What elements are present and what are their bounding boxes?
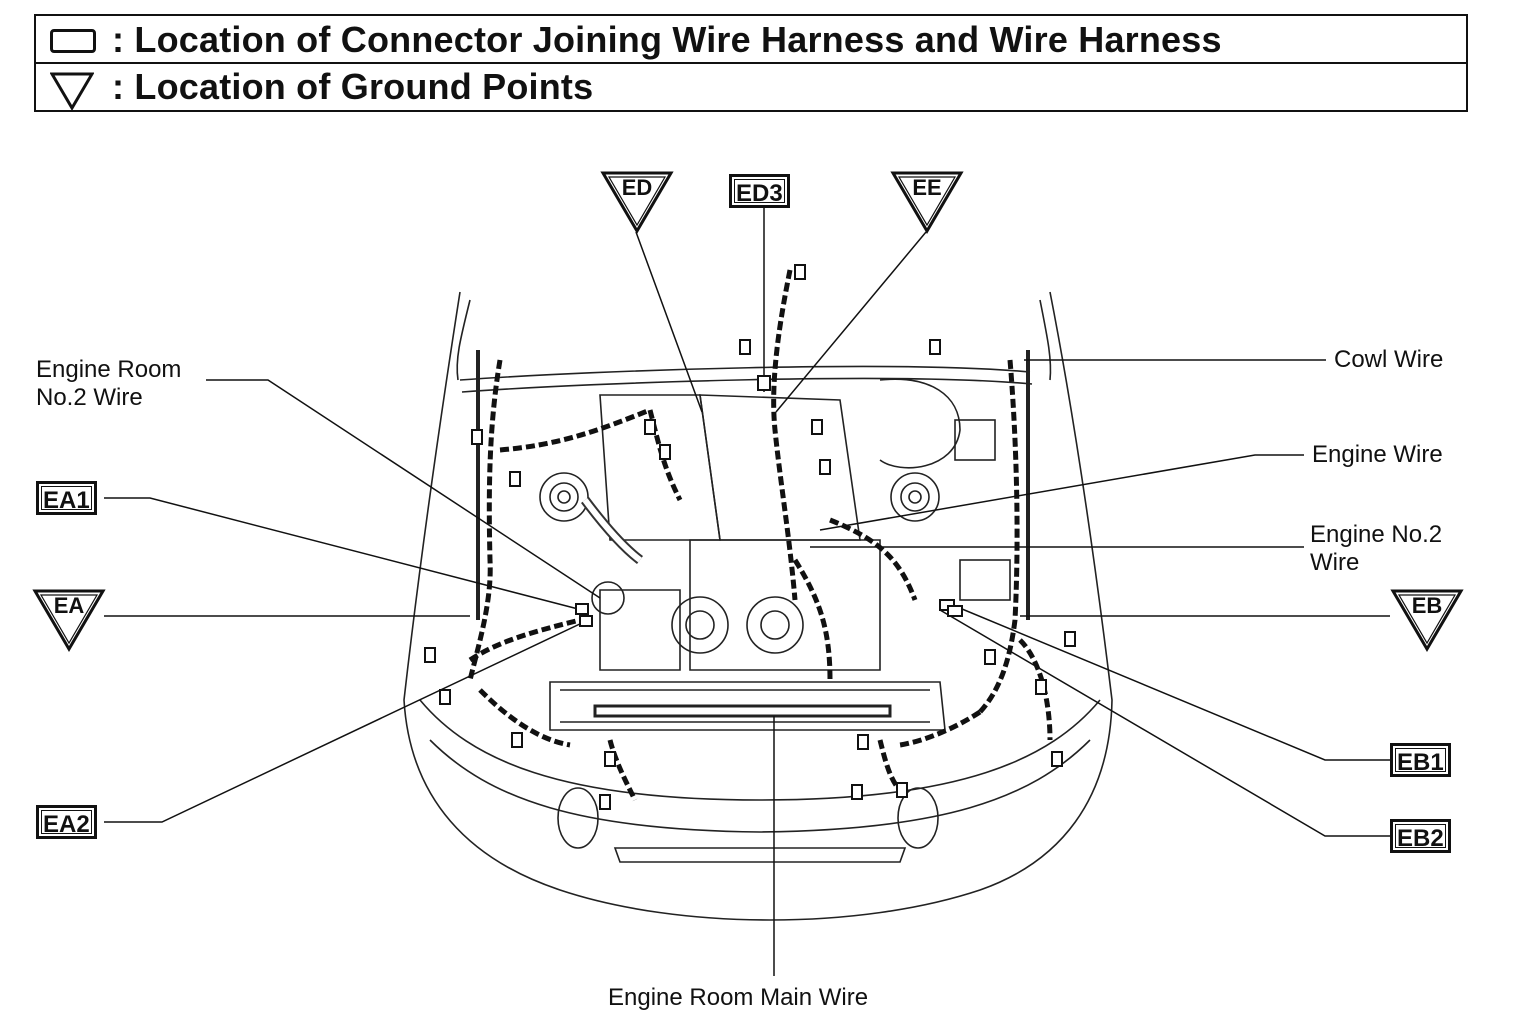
ground-eb-label: EB [1411,593,1443,618]
connector-eb2: EB2 [1390,819,1451,853]
ground-ee: EE [890,170,964,234]
leader-engine-wire [819,454,1304,531]
label-engine-no2-wire: Engine No.2 Wire [1310,521,1443,576]
ground-triangle-icon [32,589,106,652]
leader-eb2 [939,609,1390,837]
label-engine-wire: Engine Wire [1312,441,1443,468]
ground-ed: ED [600,170,674,234]
legend-box: : Location of Connector Joining Wire Har… [34,14,1468,112]
label-engine-room-main-wire: Engine Room Main Wire [608,984,869,1011]
label-cowl-wire: Cowl Wire [1334,346,1444,373]
leader-ed [635,231,703,413]
legend-connector-text: : Location of Connector Joining Wire Har… [112,19,1222,60]
leader-ee [775,231,927,413]
ground-triangle-icon [600,171,674,234]
ground-ed-label: ED [621,175,653,200]
connector-eb1: EB1 [1390,743,1451,777]
connector-ed3: ED3 [729,174,790,208]
ground-triangle-icon [890,171,964,234]
label-engine-room-no2-wire: Engine Room No.2 Wire [36,356,182,411]
connector-ea1: EA1 [36,481,97,515]
connector-symbol-icon [50,29,96,53]
leader-engine-room-no2-wire [206,379,601,599]
legend-row-ground: : Location of Ground Points [36,64,1466,112]
ground-ea: EA [32,588,106,652]
ground-symbol-icon [50,72,94,110]
ground-ee-label: EE [912,175,942,200]
ground-eb: EB [1390,588,1464,652]
legend-row-connector: : Location of Connector Joining Wire Har… [36,16,1466,64]
ground-triangle-icon [1390,589,1464,652]
ground-ea-label: EA [53,593,85,618]
connector-ea2: EA2 [36,805,97,839]
leader-ea1 [104,497,583,611]
legend-ground-text: : Location of Ground Points [112,66,594,107]
leader-eb1 [949,603,1390,761]
leader-ea2 [104,621,585,823]
